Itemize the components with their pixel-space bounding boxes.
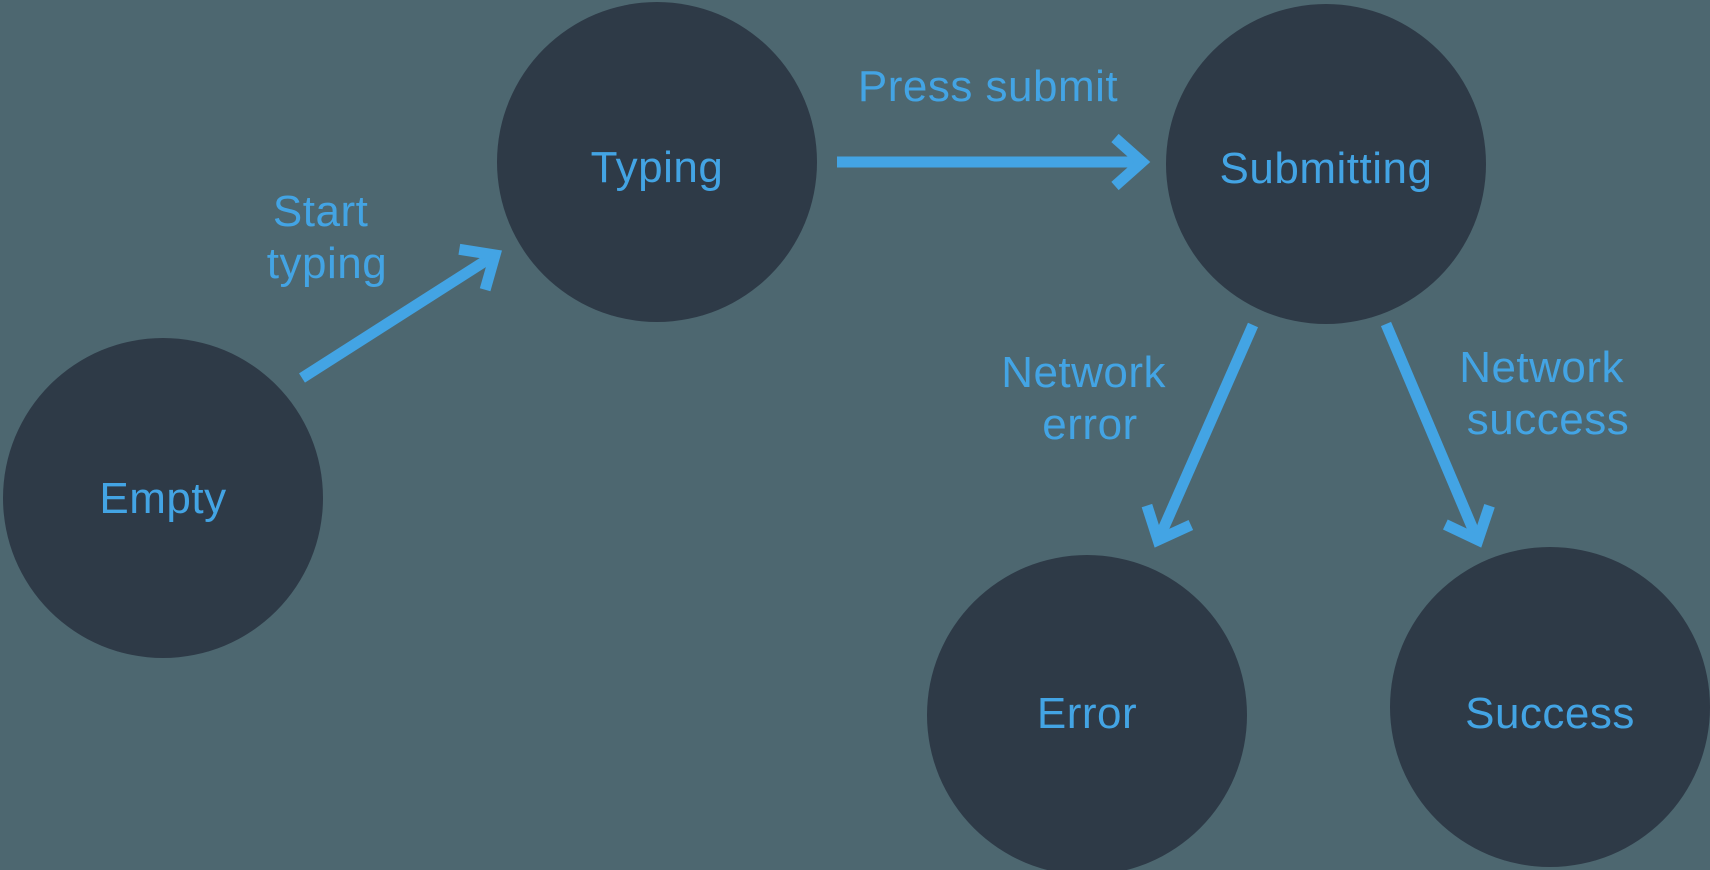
arrow-head-icon	[1141, 503, 1194, 548]
transition-label-line: error	[1042, 400, 1137, 449]
state-label-empty: Empty	[99, 474, 226, 523]
transition-label-line: Network	[1459, 343, 1624, 392]
arrow-head-icon	[1443, 504, 1495, 548]
transition-label-line: success	[1467, 395, 1629, 444]
transition-label-start-typing: Start typing	[267, 187, 387, 288]
transition-label-network-error: Network error	[1001, 348, 1179, 449]
state-circle-success	[1390, 547, 1710, 867]
transition-empty-to-typing: Start typing	[267, 187, 502, 383]
state-node-typing: Typing	[497, 2, 817, 322]
state-label-success: Success	[1465, 689, 1635, 738]
arrow-line-network-error	[1155, 322, 1259, 537]
state-node-empty: Empty	[3, 338, 323, 658]
state-circle-empty	[3, 338, 323, 658]
arrow-head-icon	[458, 243, 502, 292]
transition-typing-to-submitting: Press submit	[837, 62, 1151, 191]
state-circle-error	[927, 555, 1247, 870]
state-circle-submitting	[1166, 4, 1486, 324]
state-circle-typing	[497, 2, 817, 322]
arrow-head-icon	[1111, 133, 1151, 191]
state-node-error: Error	[927, 555, 1247, 870]
transition-label-line: Network	[1001, 348, 1166, 397]
transition-label-line: Start	[273, 187, 368, 236]
transition-label-line: typing	[267, 239, 387, 288]
transition-submitting-to-success: Network success	[1380, 321, 1637, 548]
arrow-line-start-typing	[299, 253, 493, 383]
state-label-error: Error	[1037, 689, 1137, 738]
state-node-success: Success	[1390, 547, 1710, 867]
state-node-submitting: Submitting	[1166, 4, 1486, 324]
arrow-line-network-success	[1380, 321, 1481, 537]
transition-label-press-submit: Press submit	[858, 62, 1118, 111]
transition-label-network-success: Network success	[1459, 343, 1637, 444]
state-label-submitting: Submitting	[1220, 144, 1433, 193]
transition-label-line: Press submit	[858, 62, 1118, 111]
transition-submitting-to-error: Network error	[1001, 322, 1259, 548]
state-label-typing: Typing	[591, 143, 724, 192]
